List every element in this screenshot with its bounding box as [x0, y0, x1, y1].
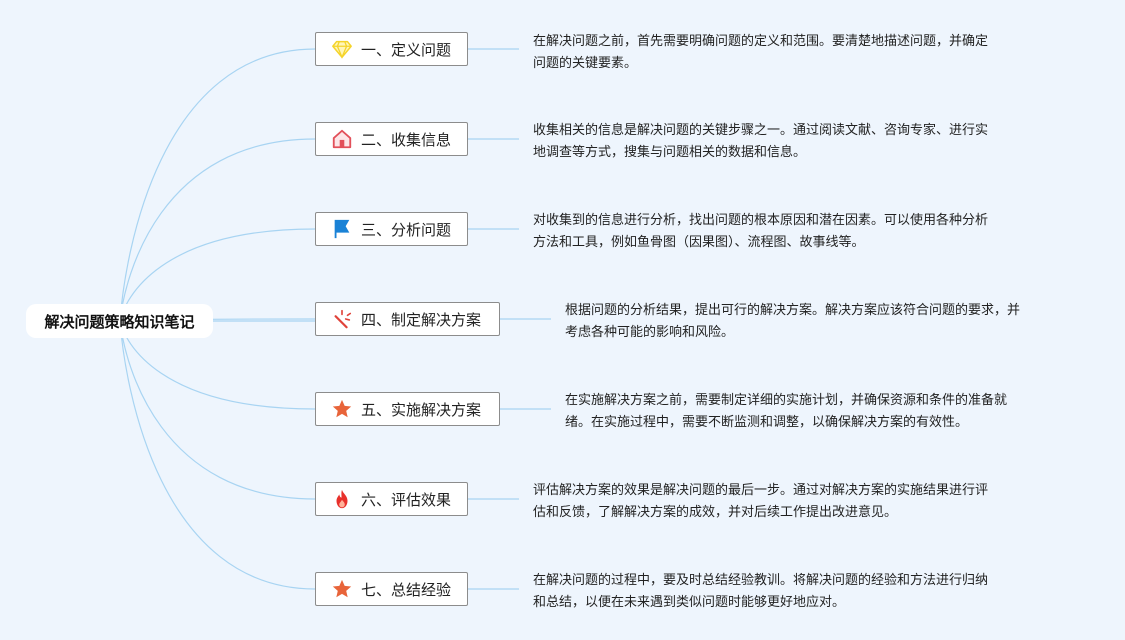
topic-description-2: 收集相关的信息是解决问题的关键步骤之一。通过阅读文献、咨询专家、进行实 地调查等… [533, 123, 989, 160]
topic-label: 一、定义问题 [361, 40, 452, 59]
fire-icon [331, 488, 353, 510]
branch-connector [119, 320, 316, 500]
house-icon [331, 128, 353, 150]
star-icon [331, 398, 353, 420]
topic-label: 五、实施解决方案 [361, 400, 482, 419]
topic-description-7: 在解决问题的过程中，要及时总结经验教训。将解决问题的经验和方法进行归纳 和总结，… [533, 573, 989, 610]
topic-node-1[interactable]: 一、定义问题 [315, 32, 468, 66]
topic-description-1: 在解决问题之前，首先需要明确问题的定义和范围。要清楚地描述问题，并确定 问题的关… [533, 34, 989, 71]
flag-icon [331, 218, 353, 240]
topic-label: 三、分析问题 [361, 220, 452, 239]
topic-node-2[interactable]: 二、收集信息 [315, 122, 468, 156]
topic-description-4: 根据问题的分析结果，提出可行的解决方案。解决方案应该符合问题的要求，并 考虑各种… [565, 303, 1021, 340]
topic-label: 六、评估效果 [361, 490, 452, 509]
branch-connector [119, 320, 316, 590]
star-icon [331, 578, 353, 600]
topic-label: 七、总结经验 [361, 580, 452, 599]
root-label: 解决问题策略知识笔记 [44, 312, 195, 331]
topic-label: 二、收集信息 [361, 130, 452, 149]
topic-node-5[interactable]: 五、实施解决方案 [315, 392, 500, 426]
branch-connector [119, 48, 316, 322]
topic-node-3[interactable]: 三、分析问题 [315, 212, 468, 246]
topic-node-7[interactable]: 七、总结经验 [315, 572, 468, 606]
topic-label: 四、制定解决方案 [361, 310, 482, 329]
branch-connector [119, 138, 316, 322]
topic-description-5: 在实施解决方案之前，需要制定详细的实施计划，并确保资源和条件的准备就 绪。在实施… [565, 393, 1008, 430]
diamond-icon [331, 38, 353, 60]
topic-description-6: 评估解决方案的效果是解决问题的最后一步。通过对解决方案的实施结果进行评 估和反馈… [533, 483, 989, 520]
magic-wand-icon [331, 308, 353, 330]
topic-node-6[interactable]: 六、评估效果 [315, 482, 468, 516]
topic-node-4[interactable]: 四、制定解决方案 [315, 302, 500, 336]
topic-description-3: 对收集到的信息进行分析，找出问题的根本原因和潜在因素。可以使用各种分析 方法和工… [533, 213, 989, 250]
root-node[interactable]: 解决问题策略知识笔记 [26, 304, 213, 338]
